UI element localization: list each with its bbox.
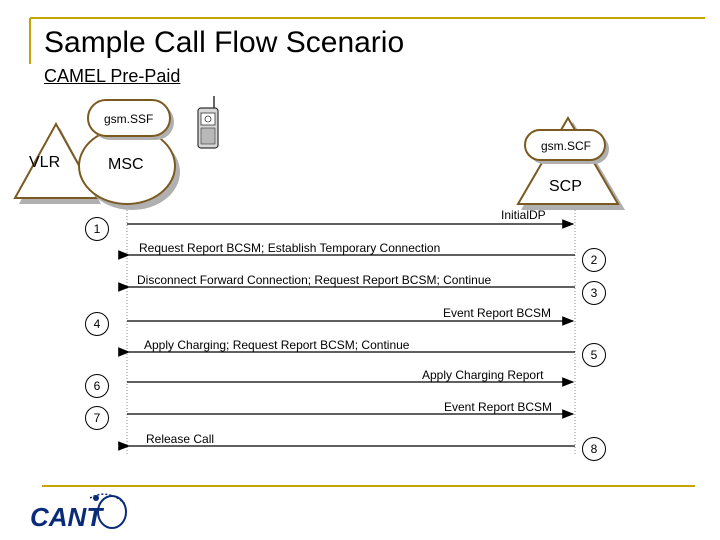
- message-label-4: Event Report BCSM: [443, 306, 552, 320]
- step-badge-8: 8: [582, 437, 606, 461]
- step-badge-3: 3: [582, 281, 606, 305]
- message-label-6: Apply Charging Report: [422, 368, 544, 382]
- step-badge-2: 2: [582, 248, 606, 272]
- cant-logo: CANT: [30, 493, 127, 532]
- slide-subtitle: CAMEL Pre-Paid: [44, 66, 181, 86]
- message-label-7: Event Report BCSM: [444, 400, 553, 414]
- gsm-scf-box: [524, 129, 606, 161]
- gsm-ssf-box: [87, 99, 171, 137]
- step-badge-6: 6: [85, 374, 109, 398]
- scp-label: SCP: [549, 178, 582, 195]
- mobile-phone-icon: [197, 96, 219, 149]
- message-label-8: Release Call: [146, 432, 215, 446]
- message-label-5: Apply Charging; Request Report BCSM; Con…: [144, 338, 410, 352]
- step-badge-5: 5: [582, 343, 606, 367]
- step-badge-7: 7: [85, 406, 109, 430]
- svg-text:CANT: CANT: [30, 502, 104, 532]
- vlr-triangle: [13, 121, 99, 199]
- gsm-ssf-label: gsm.SSF: [104, 112, 154, 126]
- message-label-3: Disconnect Forward Connection; Request R…: [137, 273, 492, 287]
- vlr-label: VLR: [29, 154, 61, 171]
- msc-label: MSC: [108, 156, 144, 173]
- gsm-scf-label: gsm.SCF: [541, 139, 592, 153]
- message-label-1: InitialDP: [501, 208, 546, 222]
- slide-title: Sample Call Flow Scenario: [44, 26, 405, 59]
- step-badge-1: 1: [85, 217, 109, 241]
- step-badge-4: 4: [85, 312, 109, 336]
- message-label-2: Request Report BCSM; Establish Temporary…: [139, 241, 441, 255]
